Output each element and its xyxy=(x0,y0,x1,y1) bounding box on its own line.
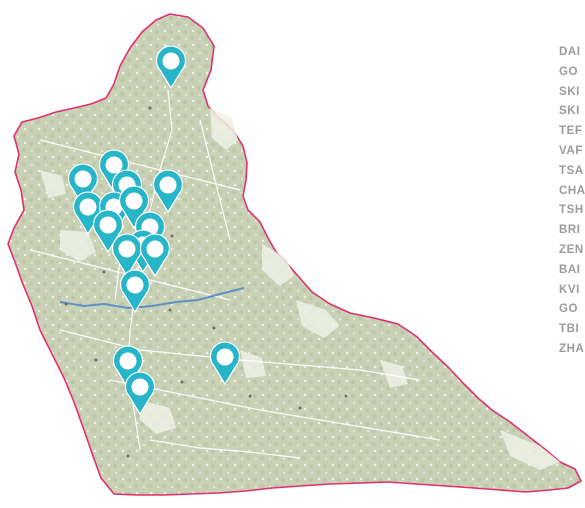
legend-item[interactable]: SKI xyxy=(559,105,580,118)
location-pins xyxy=(67,45,241,416)
map-marker-icon[interactable] xyxy=(209,341,241,386)
legend-item[interactable]: TSA xyxy=(559,164,584,177)
map-marker-icon[interactable] xyxy=(67,163,99,208)
map-marker-icon[interactable] xyxy=(92,209,124,254)
legend-item[interactable]: GO xyxy=(559,65,579,78)
map-marker-icon[interactable] xyxy=(98,149,130,194)
legend-item[interactable]: TEF xyxy=(559,125,583,138)
legend-item[interactable]: CHA xyxy=(559,184,585,197)
map-marker-icon[interactable] xyxy=(152,169,184,214)
legend-item[interactable]: TBI xyxy=(559,323,580,336)
legend-item[interactable]: ZHA xyxy=(559,342,585,355)
legend-item[interactable]: DAI xyxy=(559,46,581,58)
legend-item[interactable]: VAF xyxy=(559,144,583,157)
map-marker-icon[interactable] xyxy=(112,345,144,390)
legend-item[interactable]: BRI xyxy=(559,224,581,237)
map-marker-icon[interactable] xyxy=(139,233,171,278)
legend-item[interactable]: SKI xyxy=(559,85,580,98)
legend-item[interactable]: KVI xyxy=(559,283,580,296)
legend-item[interactable]: TSH xyxy=(559,204,584,217)
map-marker-icon[interactable] xyxy=(119,269,151,314)
legend-item[interactable]: GO xyxy=(559,303,579,316)
river xyxy=(59,287,245,310)
legend-item[interactable]: ZEN xyxy=(559,243,584,256)
map-marker-icon[interactable] xyxy=(155,45,187,90)
map-marker-icon[interactable] xyxy=(118,185,150,230)
region-boundary xyxy=(7,13,582,496)
map-marker-icon[interactable] xyxy=(124,371,156,416)
legend-item[interactable]: BAI xyxy=(559,263,581,276)
terrain-patches xyxy=(40,108,560,470)
legend-list: DAI GO SKI SKI TEF VAF TSA CHA TSH BRI Z… xyxy=(559,43,585,360)
